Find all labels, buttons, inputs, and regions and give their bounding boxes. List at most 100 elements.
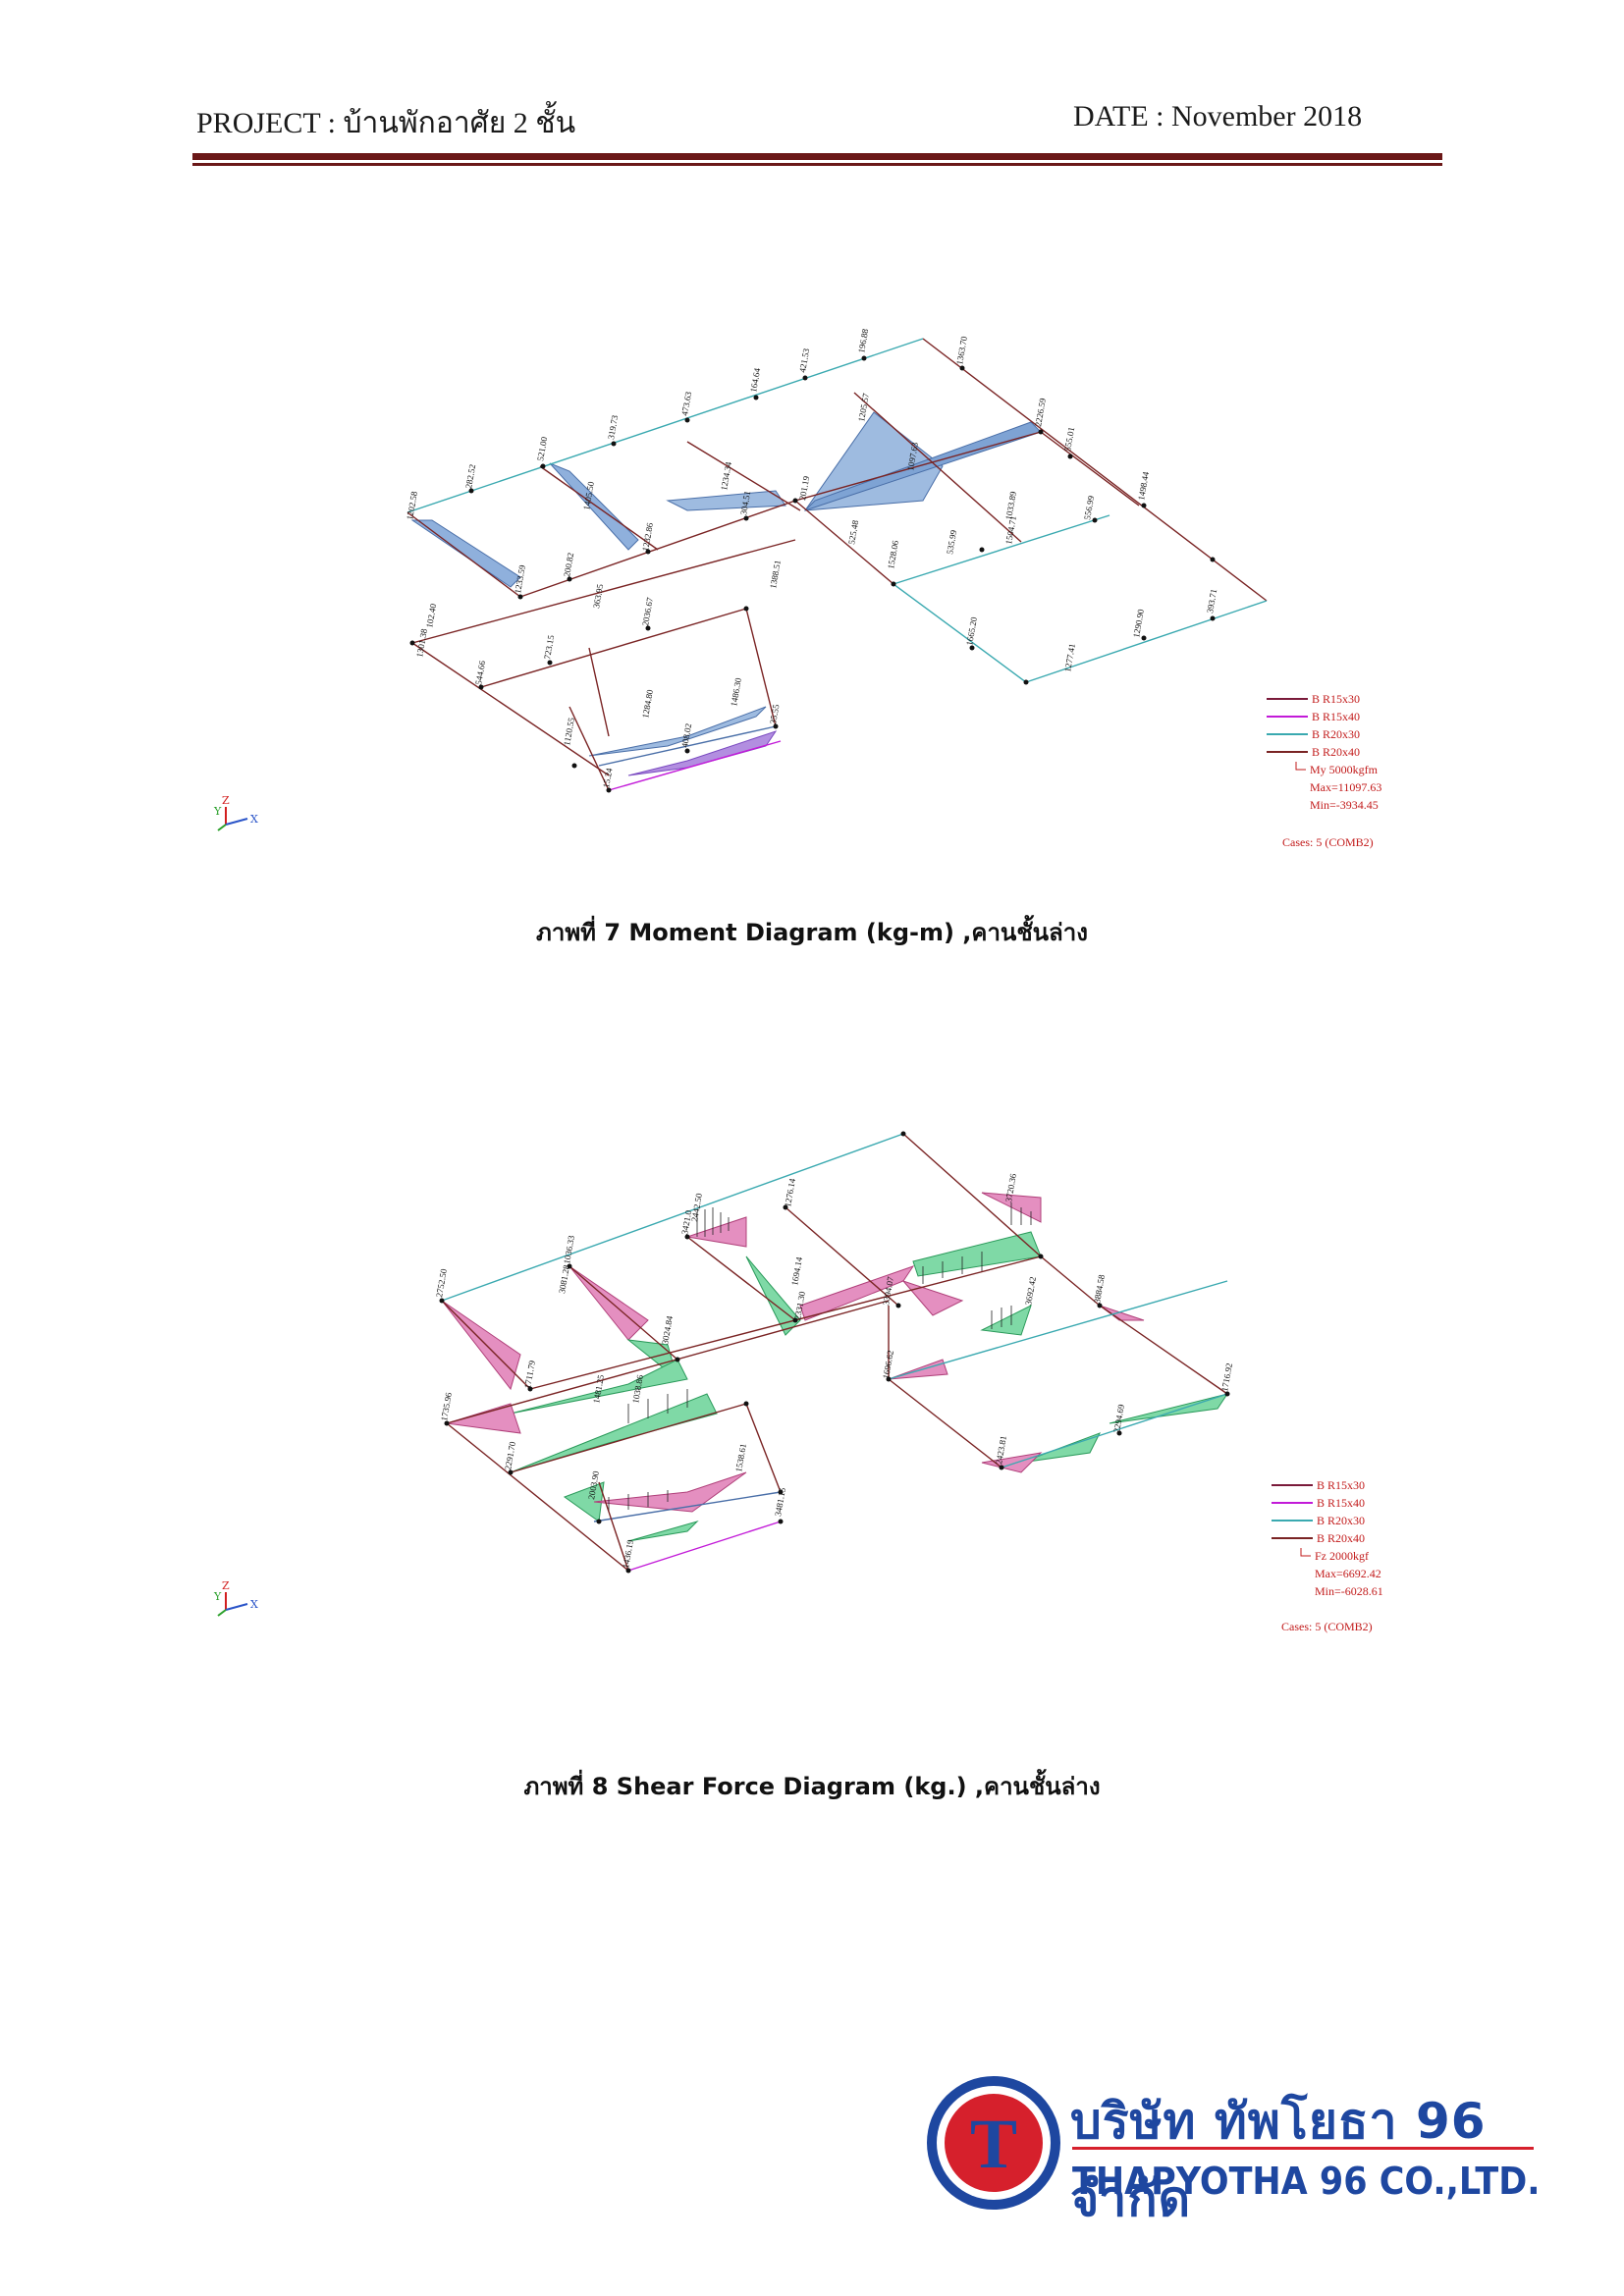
value-label: 1036.33: [562, 1234, 576, 1264]
axis-x-label: X: [250, 1598, 258, 1611]
beam-line: [598, 1481, 629, 1572]
legend-max: Max=11097.63: [1310, 780, 1381, 794]
value-label: 473.63: [679, 391, 693, 417]
legend-item: B R20x40: [1312, 745, 1360, 759]
value-label: 196.88: [856, 328, 870, 354]
value-label: 200.82: [562, 552, 575, 577]
beam-line: [1040, 431, 1140, 507]
moment-fill: [588, 706, 767, 757]
legend-max: Max=6692.42: [1315, 1567, 1381, 1580]
beam-line: [794, 431, 1042, 502]
axis-y-label: Y: [213, 805, 222, 818]
value-label: 1481.25: [591, 1373, 606, 1404]
beam-line: [568, 706, 610, 791]
beam-line: [588, 647, 610, 737]
value-label: 102.40: [424, 603, 438, 629]
value-label: 35.55: [768, 703, 781, 724]
legend-item: B R20x30: [1317, 1514, 1365, 1527]
value-label: 535.99: [945, 529, 958, 556]
beam-line: [446, 1300, 890, 1424]
value-label: 556.99: [1082, 495, 1096, 521]
logo-letter: T: [970, 2105, 1017, 2183]
value-label: 1486.30: [729, 676, 743, 707]
value-label: 1290.90: [1131, 608, 1146, 638]
beam-line: [853, 392, 1022, 543]
value-label: 1276.14: [783, 1177, 797, 1207]
company-name-thai: บริษัท ทัพโยธา 96 จำกัด: [1070, 2093, 1487, 2227]
value-label: 2291.70: [503, 1440, 517, 1470]
beam-line: [888, 1280, 1228, 1380]
beam-line: [568, 1265, 678, 1361]
value-label: 3692.42: [1023, 1276, 1038, 1307]
beam-line: [893, 583, 1027, 683]
value-label: 164.64: [748, 367, 762, 394]
axis-z-label: Z: [222, 794, 230, 807]
value-label: 1363.70: [954, 335, 969, 365]
value-label: 1498.44: [1136, 470, 1151, 501]
beam-line: [446, 1422, 629, 1572]
beam-line: [785, 1206, 899, 1307]
legend-item: B R20x30: [1312, 727, 1360, 741]
beam-line: [593, 1491, 782, 1522]
logo-red-disc: [945, 2094, 1043, 2192]
value-label: 3481.15: [773, 1486, 787, 1517]
value-label: 15.24: [601, 767, 614, 788]
beam-line: [441, 1133, 904, 1302]
value-label: 1277.41: [1062, 643, 1077, 673]
project-title: PROJECT : บ้านพักอาศัย 2 ชั้น: [196, 107, 576, 139]
header-rule: [192, 153, 1442, 160]
value-label: 304.51: [738, 490, 752, 515]
value-label: 421.53: [797, 347, 811, 374]
legend-item: B R15x30: [1312, 692, 1360, 706]
axis-triad: Y Z X: [213, 794, 258, 831]
legend-quantity: My 5000kgfm: [1310, 763, 1379, 776]
moment-legend: B R15x30 B R15x40 B R20x30 B R20x40 My 5…: [1267, 692, 1381, 849]
legend-cases: Cases: 5 (COMB2): [1282, 835, 1374, 849]
value-label: 3421.0: [679, 1209, 693, 1236]
axis-y-label: Y: [213, 1590, 222, 1603]
value-label: 363.95: [591, 583, 605, 610]
moment-diagram: 282.52521.00319.73473.63164.64421.53196.…: [213, 328, 1381, 849]
header-rule-thin: [192, 163, 1442, 166]
value-label: 393.71: [1205, 588, 1218, 614]
beam-line: [745, 608, 777, 727]
legend-item: B R15x40: [1317, 1496, 1365, 1510]
value-label: 1711.79: [522, 1360, 537, 1390]
value-label: 1234.34: [719, 460, 733, 491]
moment-fill: [410, 519, 521, 588]
value-label: 1436.19: [621, 1538, 635, 1569]
beam-line: [1001, 1393, 1228, 1468]
legend-min: Min=-3934.45: [1310, 798, 1379, 812]
value-label: 1284.80: [640, 688, 655, 719]
beam-line: [902, 1133, 1042, 1257]
legend-min: Min=-6028.61: [1315, 1584, 1383, 1598]
beam-line: [539, 465, 659, 551]
value-label: 1202.58: [405, 490, 419, 520]
value-label: 525.48: [846, 519, 860, 546]
value-label: 2036.67: [640, 596, 655, 626]
moment-fill: [803, 411, 944, 511]
value-label: 1528.06: [886, 539, 900, 569]
beam-line: [441, 1300, 531, 1390]
value-label: 3884.58: [1092, 1273, 1107, 1304]
document-date: DATE : November 2018: [1073, 100, 1363, 133]
value-label: 1232.86: [640, 521, 655, 552]
moment-fill: [627, 730, 778, 776]
value-label: 555.01: [1062, 426, 1076, 452]
value-label: 319.73: [606, 414, 620, 441]
beam-line: [794, 500, 894, 585]
value-label: 723.15: [542, 634, 556, 661]
value-label: 2752.50: [434, 1267, 449, 1298]
moment-fill: [666, 490, 786, 511]
legend-item: B R15x30: [1317, 1478, 1365, 1492]
company-name-english: THAPYOTHA 96 CO.,LTD.: [1072, 2160, 1541, 2203]
beam-line: [598, 725, 777, 767]
beam-line: [406, 338, 924, 513]
value-label: 1696.62: [881, 1350, 895, 1380]
value-label: 1388.51: [768, 560, 783, 590]
legend-item: B R20x40: [1317, 1531, 1365, 1545]
value-label: 1735.96: [439, 1391, 454, 1421]
